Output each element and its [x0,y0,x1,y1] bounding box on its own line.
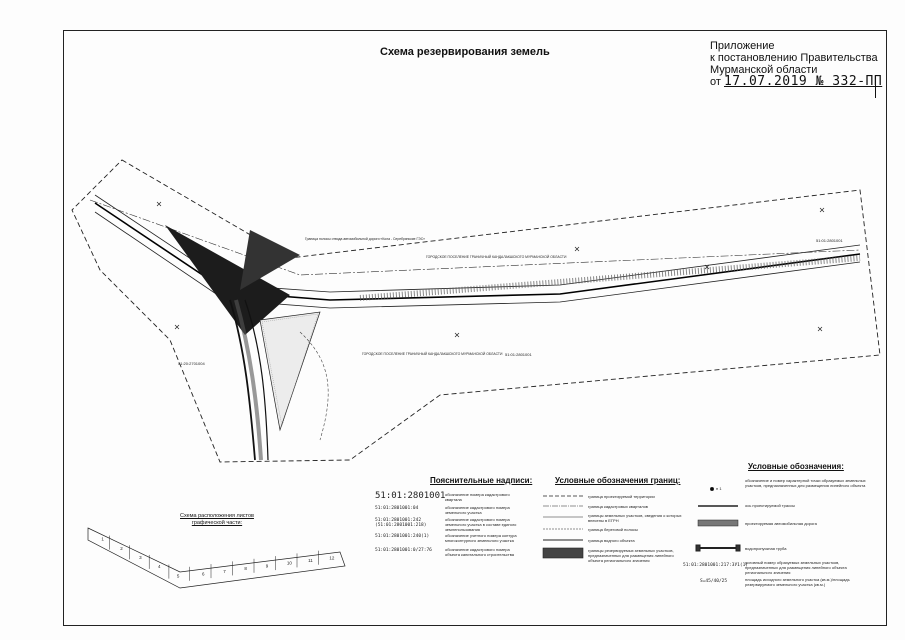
legend-item-2: ось проектируемой трассы [745,503,795,508]
road-note-label: Граница полосы отвода автомобильной доро… [305,237,425,241]
region-label-upper: ГОРОДСКОЕ ПОСЕЛЕНИЕ ГРАНИЧНЫЙ КАНДАЛАКШС… [426,255,567,259]
sheet-number: 1 [101,537,104,542]
boundary-item-6: границы резервируемых земельных участков… [588,548,674,563]
inscriptions-header: Пояснительные надписи: [430,476,533,485]
road-corridor-upper [94,194,861,293]
region-label-lower: ГОРОДСКОЕ ПОСЕЛЕНИЕ ГРАНИЧНЫЙ КАНДАЛАКШС… [362,352,503,356]
drawing-frame [63,30,887,626]
sheet-number: 3 [139,555,142,560]
appendix-block: Приложение к постановлению Правительства… [710,40,883,98]
south-branch-dark [234,299,263,461]
sheet-strip-outline [87,527,346,589]
legend-item-4: водопропускная труба [745,546,787,551]
sheet-number: 12 [329,555,335,560]
legend-item-6: площадь исходного земельного участка (кв… [745,577,850,587]
sheet-number: 11 [308,558,313,563]
legend-item-1: обозначение и номер характерной точки об… [745,478,866,488]
boundary-item-3: границы земельных участков, сведения о к… [588,513,682,523]
sheet-number: 6 [202,572,205,577]
sheet-layout-title: Схема расположения листов графической ча… [180,513,254,527]
appendix-prefix: от [710,76,721,88]
appendix-edge-line [875,76,876,98]
symbol-samples [695,487,741,552]
boundary-item-5: граница водного объекта [588,538,635,543]
inscription-code-1: 51:01:2801001 [375,491,446,501]
appendix-line3: Мурманской области [710,64,818,76]
junction-fill-right [240,230,300,290]
junction-reserved-area [259,311,321,432]
inscription-code-4: 51:01:2801001:240(1) [375,534,430,539]
legend-item-3: проектируемая автомобильная дорога [745,521,817,526]
cadastral-quarter-line [89,199,861,276]
sheet-number: 8 [244,566,247,571]
boundaries-header: Условные обозначения границ: [555,476,681,485]
road-corridor-lower [94,211,861,309]
project-boundary [71,159,881,463]
appendix-line1: Приложение [710,40,775,52]
sheet-number: 10 [287,561,293,566]
appendix-line2: к постановлению Правительства [710,52,878,64]
inscription-text-5: обозначение кадастрового номера объекта … [445,547,515,557]
boundary-item-4: граница береговой полосы [588,527,638,532]
inscription-text-1: обозначение номера кадастрового квартала [445,492,510,502]
sheet-layout-title-line2: графической части: [191,520,243,526]
inscription-code-5: 51:01:2801001:0/27:76 [375,548,432,553]
legend-sample-area: S=45/40/25 [700,579,728,584]
junction-fill [165,225,290,335]
sheet-number: 5 [177,573,180,578]
legend-header: Условные обозначения: [748,462,844,471]
inscription-code-2: 51:01:2801001:04 [375,506,419,511]
legend-sample-point: н 1 [716,486,722,491]
boundary-item-2: граница кадастровых кварталов [588,504,648,509]
road-hatch [359,255,861,301]
cad-label-left: 51:20:2701004 [178,361,205,366]
inscription-code-3: 51:01:2801001:242 (51:01:2801001:218) [375,518,427,528]
sheet-number: 4 [158,564,161,569]
road-axis [94,202,861,301]
scheme-title: Схема резервирования земель [380,46,550,58]
sheet-number: 2 [120,546,123,551]
legend-sample-code: 51:01:2801001:217:ЗУ1(1) [683,563,749,568]
south-branch-left [229,299,256,461]
boundary-samples [542,495,584,559]
boundary-item-1: граница проектируемой территории [588,494,655,499]
junction-hatch [261,313,319,427]
sheet-layout-title-line1: Схема расположения листов [180,513,254,519]
water-line [299,331,329,441]
cad-label-top-right: 51:01:2801001 [816,238,843,243]
appendix-date-row: от 17.07.2019 № 332-ПП [710,74,883,89]
south-branch-right [244,299,269,461]
sheet-number: 9 [266,563,269,568]
inscription-text-2: обозначение кадастрового номера земельно… [445,505,510,515]
cad-label-center: 51:01:2801001 [505,352,532,357]
appendix-date: 17.07.2019 № 332-ПП [723,74,883,89]
cross-markers [156,201,825,338]
inscription-text-4: обозначение учетного номера контура мног… [445,533,517,543]
sheet-number: 7 [223,569,226,574]
legend-item-5: условный номер образуемых земельных учас… [745,560,847,575]
inscription-text-3: обозначение кадастрового номера земельно… [445,517,517,532]
